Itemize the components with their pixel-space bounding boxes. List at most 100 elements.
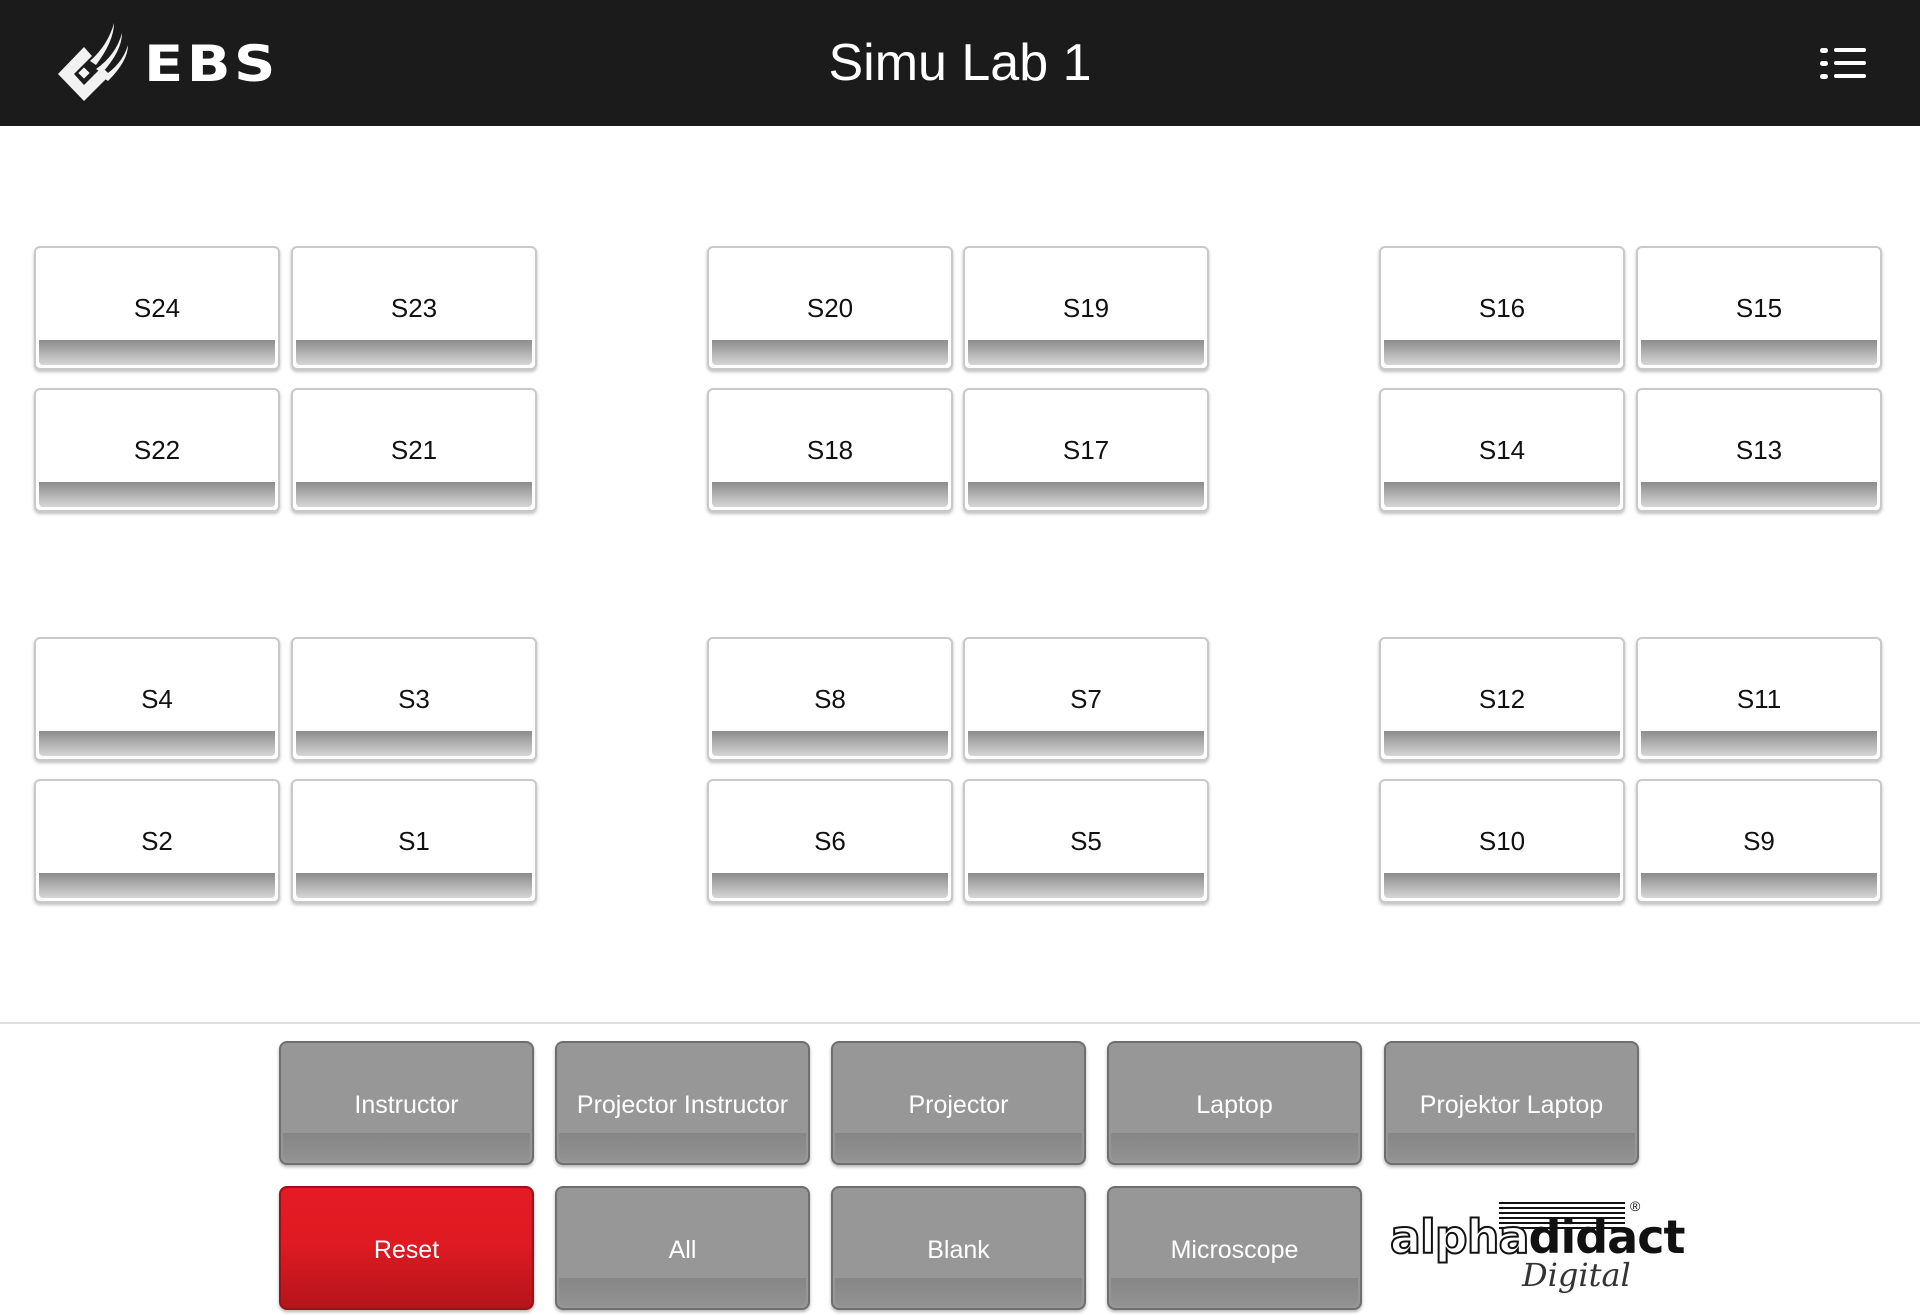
- station-tile[interactable]: S13: [1636, 388, 1882, 512]
- button-label: Projector Instructor: [576, 1091, 789, 1119]
- station-tile[interactable]: S9: [1636, 779, 1882, 903]
- top-bar: EBS Simu Lab 1: [0, 0, 1920, 126]
- station-label: S15: [1735, 293, 1783, 323]
- projector-button[interactable]: Projector: [831, 1041, 1086, 1165]
- station-status-bar: [39, 873, 275, 898]
- station-tile[interactable]: S6: [707, 779, 953, 903]
- station-label: S11: [1736, 684, 1782, 714]
- station-label: S7: [1070, 684, 1102, 714]
- logo-wordmark: alphadidact: [1389, 1210, 1685, 1264]
- station-label: S20: [806, 293, 854, 323]
- button-status-bar: [1388, 1133, 1635, 1161]
- microscope-button[interactable]: Microscope: [1107, 1186, 1362, 1310]
- station-tile[interactable]: S7: [963, 637, 1209, 761]
- blank-button[interactable]: Blank: [831, 1186, 1086, 1310]
- station-tile[interactable]: S2: [34, 779, 280, 903]
- station-tile[interactable]: S17: [963, 388, 1209, 512]
- projector-instructor-button[interactable]: Projector Instructor: [555, 1041, 810, 1165]
- station-tile[interactable]: S18: [707, 388, 953, 512]
- station-label: S8: [814, 684, 846, 714]
- station-label: S18: [806, 435, 854, 465]
- station-status-bar: [1641, 482, 1877, 507]
- button-label: Blank: [927, 1236, 990, 1264]
- projektor-laptop-button[interactable]: Projektor Laptop: [1384, 1041, 1639, 1165]
- button-label: Reset: [373, 1236, 440, 1264]
- alphadidact-digital-logo: alphadidact ® Digital: [1384, 1198, 1685, 1298]
- station-tile[interactable]: S21: [291, 388, 537, 512]
- station-status-bar: [712, 482, 948, 507]
- station-status-bar: [1384, 731, 1620, 756]
- all-button[interactable]: All: [555, 1186, 810, 1310]
- button-status-bar: [835, 1133, 1082, 1161]
- button-status-bar: [1111, 1278, 1358, 1306]
- station-label: S5: [1070, 826, 1102, 856]
- station-status-bar: [1384, 482, 1620, 507]
- station-tile[interactable]: S19: [963, 246, 1209, 370]
- station-tile[interactable]: S14: [1379, 388, 1625, 512]
- station-label: S16: [1478, 293, 1526, 323]
- instructor-button[interactable]: Instructor: [279, 1041, 534, 1165]
- button-label: Microscope: [1170, 1236, 1299, 1264]
- station-status-bar: [968, 340, 1204, 365]
- station-tile[interactable]: S4: [34, 637, 280, 761]
- station-status-bar: [39, 731, 275, 756]
- station-status-bar: [296, 731, 532, 756]
- station-label: S24: [133, 293, 181, 323]
- station-status-bar: [968, 873, 1204, 898]
- station-status-bar: [1384, 873, 1620, 898]
- station-status-bar: [1641, 731, 1877, 756]
- station-tile[interactable]: S16: [1379, 246, 1625, 370]
- station-label: S9: [1743, 826, 1775, 856]
- station-tile[interactable]: S5: [963, 779, 1209, 903]
- station-tile[interactable]: S1: [291, 779, 537, 903]
- station-tile[interactable]: S10: [1379, 779, 1625, 903]
- station-tile[interactable]: S23: [291, 246, 537, 370]
- station-status-bar: [39, 482, 275, 507]
- station-label: S1: [398, 826, 430, 856]
- station-status-bar: [712, 340, 948, 365]
- station-status-bar: [1641, 873, 1877, 898]
- button-label: All: [668, 1236, 697, 1264]
- station-status-bar: [296, 340, 532, 365]
- station-tile[interactable]: S22: [34, 388, 280, 512]
- station-label: S3: [398, 684, 430, 714]
- button-label: Instructor: [354, 1091, 459, 1119]
- button-status-bar: [283, 1133, 530, 1161]
- station-label: S10: [1478, 826, 1526, 856]
- station-label: S17: [1062, 435, 1110, 465]
- button-status-bar: [835, 1278, 1082, 1306]
- station-label: S22: [133, 435, 181, 465]
- station-status-bar: [1641, 340, 1877, 365]
- menu-button[interactable]: [1810, 38, 1874, 88]
- station-tile[interactable]: S12: [1379, 637, 1625, 761]
- page-title: Simu Lab 1: [828, 34, 1092, 92]
- laptop-button[interactable]: Laptop: [1107, 1041, 1362, 1165]
- station-tile[interactable]: S8: [707, 637, 953, 761]
- reset-button[interactable]: Reset: [279, 1186, 534, 1310]
- station-label: S12: [1478, 684, 1526, 714]
- station-label: S6: [814, 826, 846, 856]
- station-status-bar: [712, 873, 948, 898]
- station-status-bar: [296, 482, 532, 507]
- station-label: S14: [1478, 435, 1526, 465]
- station-status-bar: [968, 731, 1204, 756]
- button-status-bar: [559, 1133, 806, 1161]
- station-status-bar: [296, 873, 532, 898]
- button-label: Projector: [908, 1091, 1009, 1119]
- station-tile[interactable]: S15: [1636, 246, 1882, 370]
- station-label: S2: [141, 826, 173, 856]
- station-tile[interactable]: S11: [1636, 637, 1882, 761]
- station-label: S21: [390, 435, 438, 465]
- section-divider: [0, 1022, 1920, 1024]
- station-label: S4: [141, 684, 173, 714]
- station-tile[interactable]: S24: [34, 246, 280, 370]
- logo-stripes: [1499, 1202, 1625, 1232]
- station-label: S19: [1062, 293, 1110, 323]
- button-label: Projektor Laptop: [1419, 1091, 1604, 1119]
- station-tile[interactable]: S20: [707, 246, 953, 370]
- station-status-bar: [39, 340, 275, 365]
- station-label: S23: [390, 293, 438, 323]
- station-label: S13: [1735, 435, 1783, 465]
- button-status-bar: [559, 1278, 806, 1306]
- station-tile[interactable]: S3: [291, 637, 537, 761]
